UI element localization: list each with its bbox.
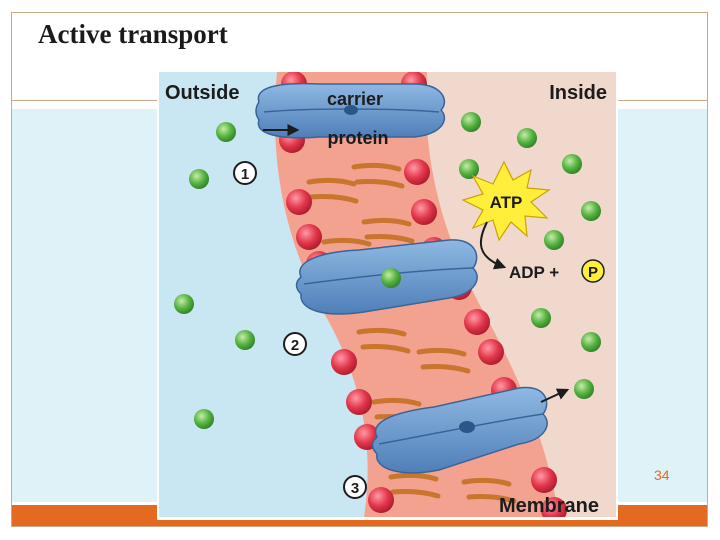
page-number: 34	[654, 467, 670, 483]
phosphate-circle	[581, 259, 605, 283]
slide-title: Active transport	[38, 19, 228, 49]
step-1-label: 1	[241, 166, 249, 183]
step-2-label: 2	[291, 337, 299, 354]
solute-molecules	[174, 112, 601, 429]
membrane-label: Membrane	[499, 495, 599, 517]
phosphate-label: P	[588, 264, 598, 281]
step-marker-3: 3	[343, 475, 367, 499]
step-marker-1: 1	[233, 161, 257, 185]
adp-label: ADP +	[509, 263, 559, 282]
atp-burst	[461, 160, 551, 242]
outside-label: Outside	[165, 82, 239, 104]
carrier-label: carrier	[327, 89, 383, 109]
active-transport-figure: 1 2 3 Outside Inside carrier protein ATP…	[157, 70, 618, 520]
step-marker-2: 2	[283, 332, 307, 356]
carrier-protein-1	[255, 82, 446, 139]
diagram-svg: 1 2 3 Outside Inside carrier protein ATP…	[159, 72, 616, 517]
protein-label: protein	[328, 128, 389, 148]
solute-release-arrow	[540, 388, 570, 403]
outside-fluid	[159, 72, 368, 517]
atp-hydrolysis-arrow	[479, 221, 507, 270]
atp-label: ATP	[490, 193, 523, 212]
inside-label: Inside	[549, 82, 607, 104]
carrier-protein-3	[371, 386, 548, 474]
step-3-label: 3	[351, 480, 359, 497]
